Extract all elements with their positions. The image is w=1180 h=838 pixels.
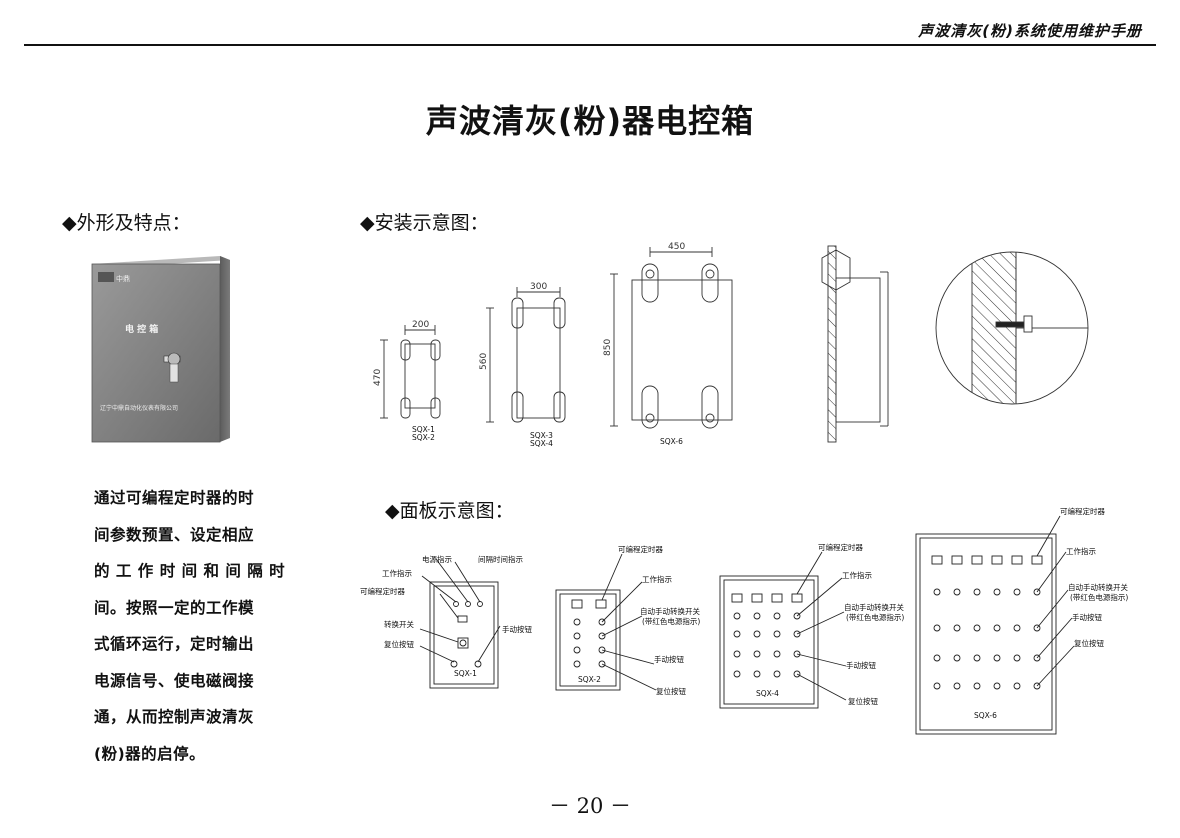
label-work-indicator: 工作指示 [1066, 546, 1096, 556]
panel-sqx1 [419, 558, 501, 689]
installation-diagram: 200 470 SQX-1 SQX-2 300 560 SQX-3 SQX-4 … [373, 242, 1089, 448]
label-manual-button: 手动按钮 [502, 624, 532, 634]
photo-box-label: 电 控 箱 [125, 323, 158, 335]
description-line: 通，从而控制声波清灰 [94, 708, 255, 726]
label-timer: 可编程定时器 [818, 542, 863, 552]
running-header: 声波清灰(粉)系统使用维护手册 [918, 22, 1142, 40]
description-line: 通过可编程定时器的时 [94, 489, 255, 507]
panel-diagram: 电源指示 间隔时间指示 工作指示 可编程定时器 转换开关 手动按钮 复位按钮 S… [360, 506, 1128, 735]
label-timer: 可编程定时器 [1060, 506, 1105, 516]
label-work-indicator: 工作指示 [642, 574, 672, 584]
photo-company: 辽宁中鼎自动化仪表有限公司 [100, 404, 178, 412]
panel-sqx6 [915, 515, 1075, 735]
label-power-indicator: 电源指示 [422, 554, 452, 564]
panel-model: SQX-4 [756, 689, 779, 698]
side-view [821, 245, 889, 443]
label-auto-switch-note: (带红色电源指示) [642, 616, 700, 626]
description: 通过可编程定时器的时 间参数预置、设定相应 的 工 作 时 间 和 间 隔 时 … [94, 480, 286, 772]
page-number: － 20 － [548, 794, 632, 818]
panel-model: SQX-1 [454, 669, 477, 678]
model-label: SQX-3 [530, 431, 553, 440]
mounting-sqx3 [486, 287, 566, 423]
label-auto-switch: 自动手动转换开关 [1068, 582, 1128, 592]
label-manual-button: 手动按钮 [1072, 612, 1102, 622]
description-line: 间参数预置、设定相应 [94, 525, 255, 544]
mounting-sqx1 [380, 325, 441, 419]
page-title: 声波清灰(粉)器电控箱 [425, 102, 755, 140]
model-label: SQX-4 [530, 439, 553, 448]
label-auto-switch: 自动手动转换开关 [640, 606, 700, 616]
description-line: 间。按照一定的工作模 [94, 598, 255, 617]
panel-sqx4 [719, 551, 847, 709]
model-label: SQX-2 [412, 433, 435, 442]
panel-model: SQX-2 [578, 675, 601, 684]
section-heading-installation: ◆安装示意图： [360, 212, 489, 234]
label-manual-button: 手动按钮 [654, 654, 684, 664]
label-auto-switch: 自动手动转换开关 [844, 602, 904, 612]
dim-width-sqx1: 200 [412, 320, 429, 330]
model-label: SQX-1 [412, 425, 435, 434]
label-work-indicator: 工作指示 [382, 568, 412, 578]
model-label: SQX-6 [660, 437, 683, 446]
header-rule [24, 44, 1156, 46]
description-line: (粉)器的启停。 [94, 744, 206, 763]
control-box-photo: 中鼎 电 控 箱 辽宁中鼎自动化仪表有限公司 [91, 256, 230, 443]
description-line: 电源信号、使电磁阀接 [94, 671, 255, 690]
panel-sqx2 [555, 553, 657, 691]
panel-model: SQX-6 [974, 711, 997, 720]
brand-logo-icon [98, 272, 114, 282]
mounting-sqx6 [610, 247, 733, 429]
section-heading-appearance: ◆外形及特点： [62, 212, 191, 234]
label-switch: 转换开关 [384, 619, 414, 629]
mounting-detail [935, 251, 1089, 405]
label-reset-button: 复位按钮 [1074, 638, 1104, 648]
door-handle-icon [163, 352, 181, 383]
label-reset-button: 复位按钮 [384, 639, 414, 649]
label-reset-button: 复位按钮 [848, 696, 878, 706]
dim-width-sqx3: 300 [530, 282, 547, 292]
label-auto-switch-note: (带红色电源指示) [846, 612, 904, 622]
label-timer: 可编程定时器 [360, 586, 405, 596]
dim-width-sqx6: 450 [668, 242, 685, 252]
dim-height-sqx3: 560 [479, 353, 489, 370]
section-heading-panel: ◆面板示意图： [385, 500, 514, 522]
description-line: 的 工 作 时 间 和 间 隔 时 [94, 562, 286, 580]
dim-height-sqx1: 470 [373, 369, 383, 386]
label-auto-switch-note: (带红色电源指示) [1070, 592, 1128, 602]
description-line: 式循环运行，定时输出 [94, 635, 255, 653]
dim-height-sqx6: 850 [603, 339, 613, 356]
label-work-indicator: 工作指示 [842, 570, 872, 580]
label-reset-button: 复位按钮 [656, 686, 686, 696]
label-manual-button: 手动按钮 [846, 660, 876, 670]
label-interval-indicator: 间隔时间指示 [478, 554, 523, 564]
label-timer: 可编程定时器 [618, 544, 663, 554]
photo-brand: 中鼎 [116, 274, 130, 283]
